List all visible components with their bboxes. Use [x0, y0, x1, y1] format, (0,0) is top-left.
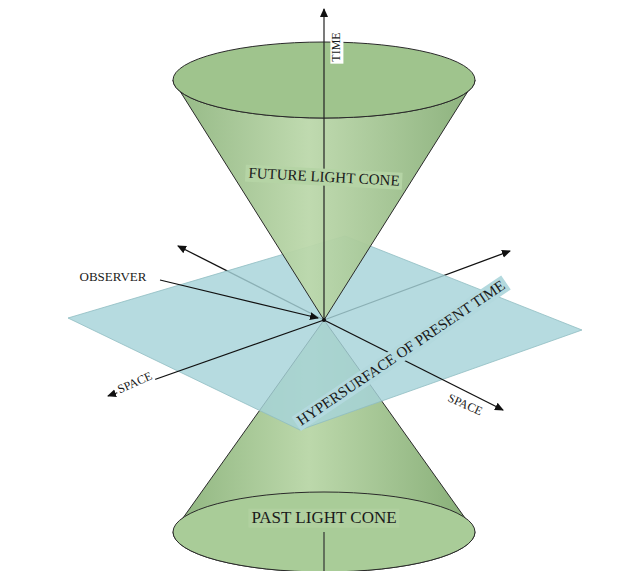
- axis-label: SPACE: [444, 391, 486, 419]
- region-title: FUTURE LIGHT CONE: [245, 165, 403, 190]
- callout-label: OBSERVER: [78, 270, 149, 284]
- observer-leader: [160, 280, 318, 318]
- plane-region: HYPERSURFACE OF PRESENT TIME: [68, 236, 582, 430]
- cone-region: FUTURE LIGHT CONE: [173, 42, 475, 320]
- axis-label: SPACE: [114, 369, 156, 397]
- region-title: PAST LIGHT CONE: [248, 509, 399, 528]
- observer-point: [322, 318, 326, 322]
- time-axis: [323, 9, 324, 320]
- cone-region: PAST LIGHT CONE: [173, 320, 475, 571]
- axis-label: TIME: [330, 30, 343, 63]
